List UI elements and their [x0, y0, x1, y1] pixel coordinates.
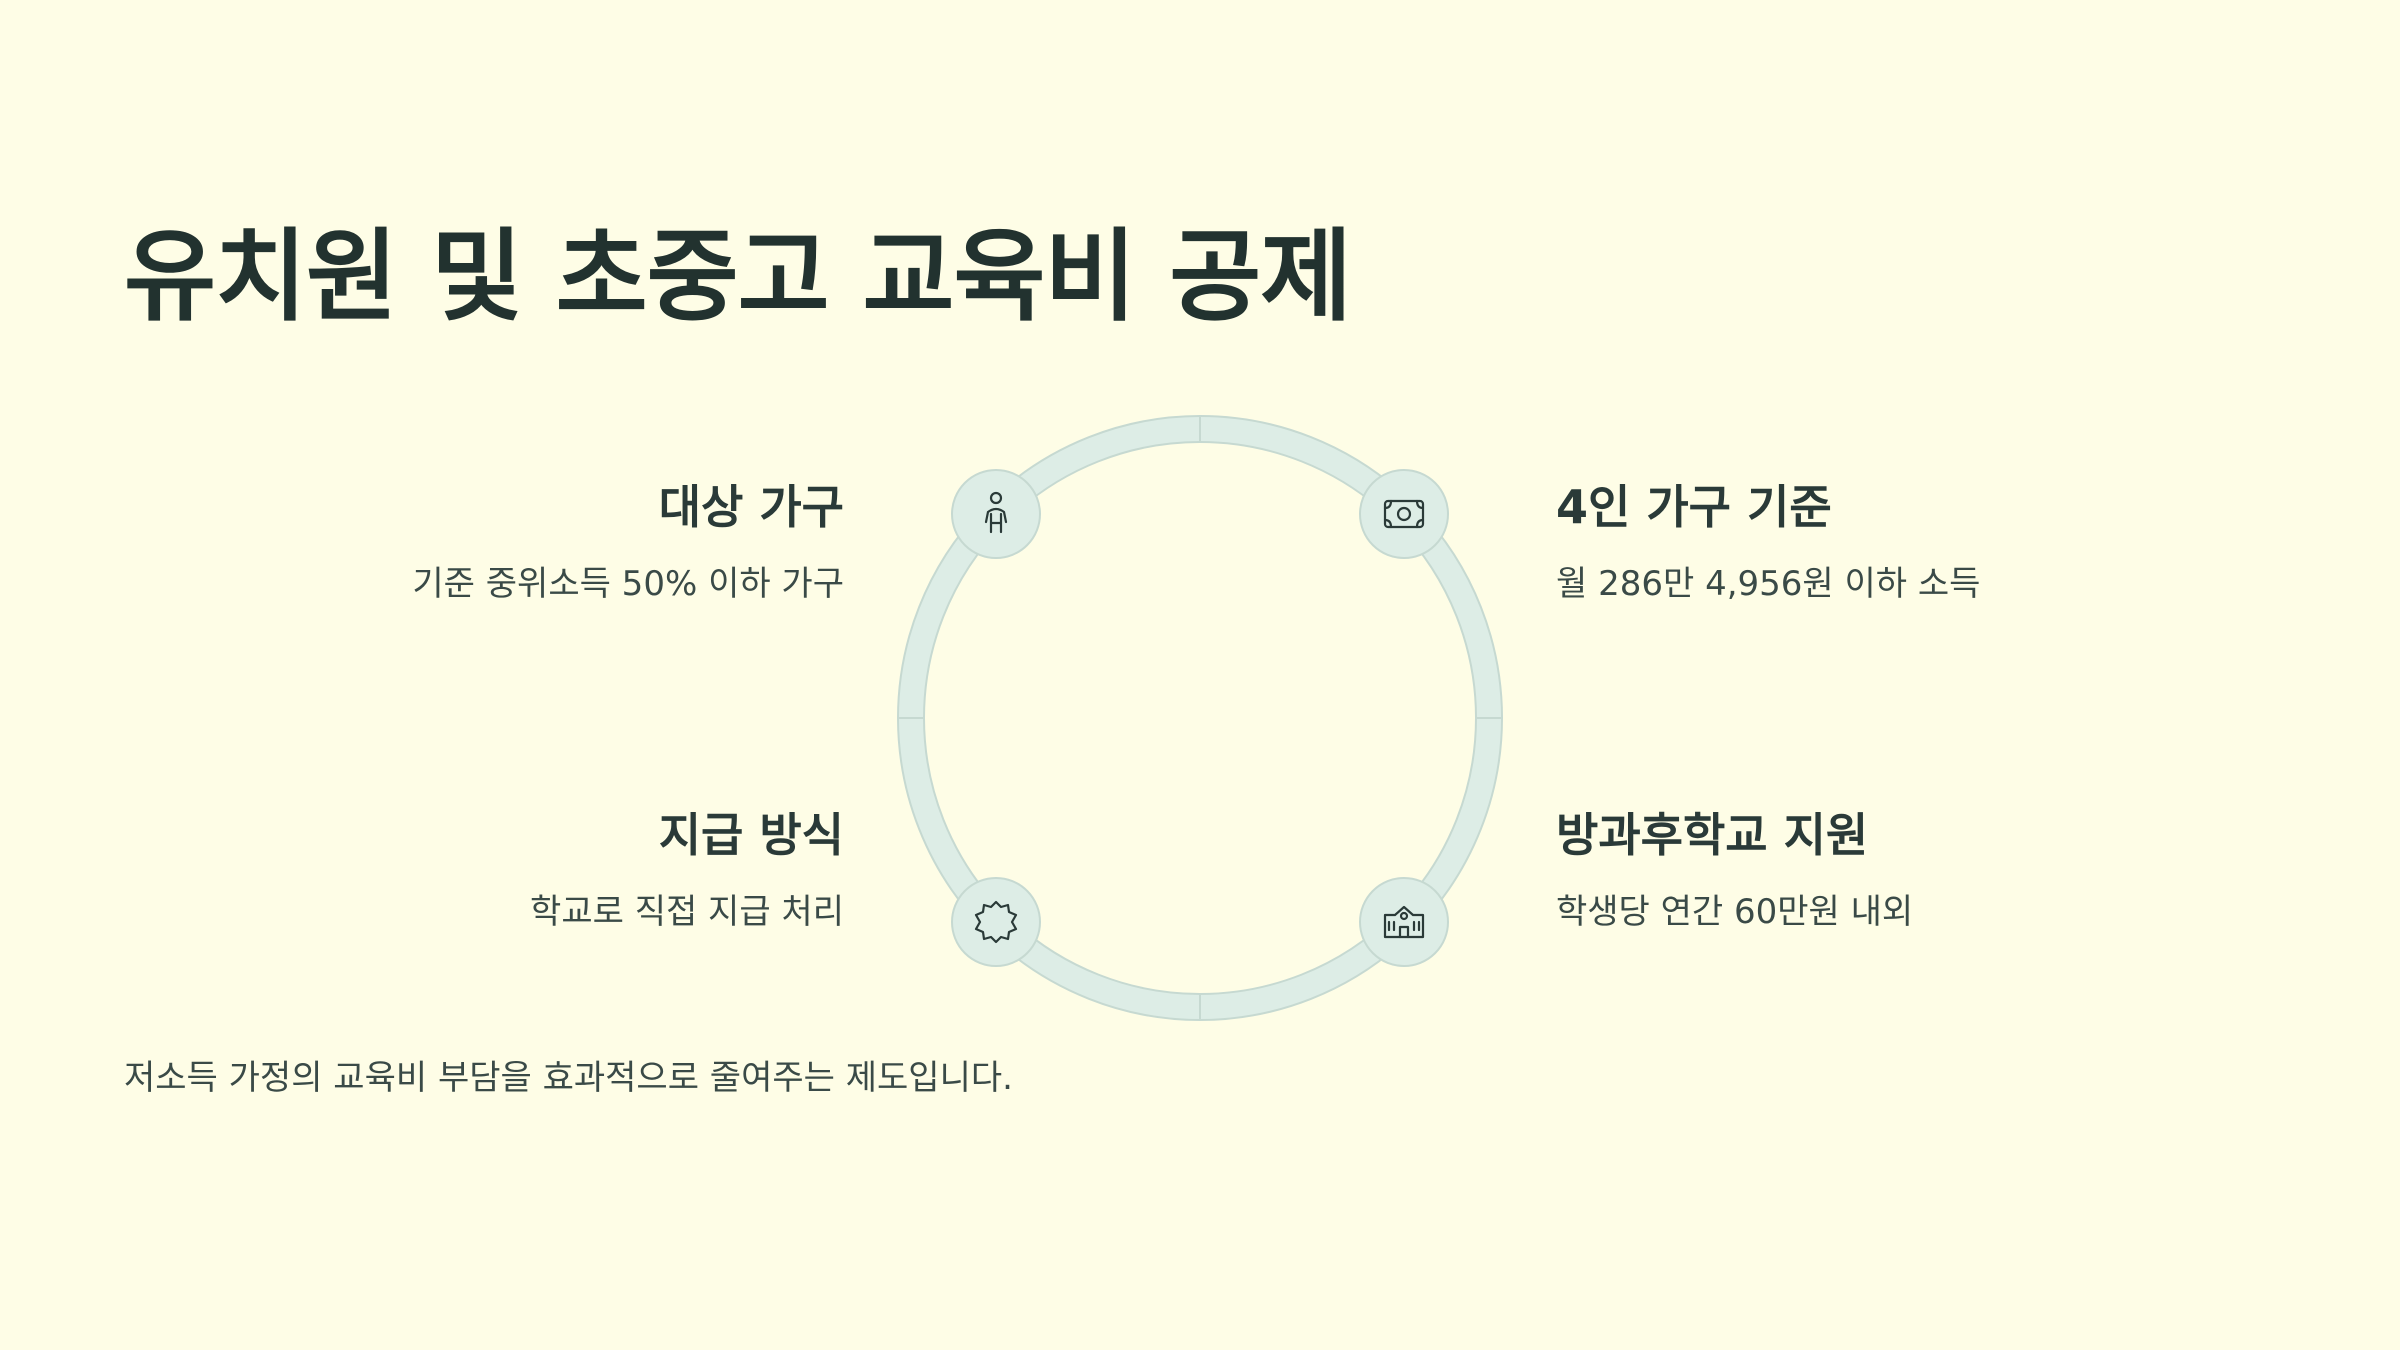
item-desc-after-school-support: 학생당 연간 60만원 내외: [1556, 892, 1914, 932]
node-top-right: [1359, 469, 1449, 559]
item-title-four-person-standard: 4인 가구 기준: [1556, 480, 1832, 534]
item-title-after-school-support: 방과후학교 지원: [1556, 808, 1869, 862]
item-desc-target-household: 기준 중위소득 50% 이하 가구: [412, 564, 844, 604]
page-title: 유치원 및 초중고 교육비 공제: [124, 218, 1352, 335]
node-top-left: [951, 469, 1041, 559]
node-bottom-left: [951, 877, 1041, 967]
item-desc-four-person-standard: 월 286만 4,956원 이하 소득: [1556, 564, 1981, 604]
money-icon: [1383, 499, 1425, 529]
item-desc-payment-method: 학교로 직접 지급 처리: [530, 892, 844, 932]
person-icon: [984, 491, 1008, 534]
footer-note: 저소득 가정의 교육비 부담을 효과적으로 줄여주는 제도입니다.: [124, 1058, 1013, 1098]
school-icon: [1383, 905, 1425, 939]
item-title-target-household: 대상 가구: [658, 480, 844, 534]
badge-icon: [974, 900, 1018, 944]
node-bottom-right: [1359, 877, 1449, 967]
item-title-payment-method: 지급 방식: [658, 808, 844, 862]
